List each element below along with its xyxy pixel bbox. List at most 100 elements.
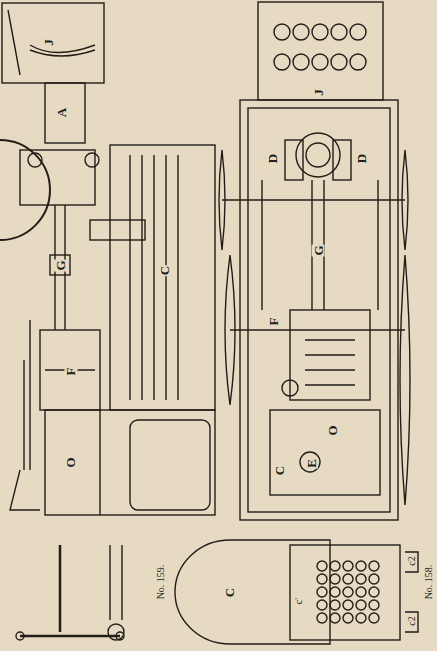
tube	[330, 613, 340, 623]
seat-hole	[350, 54, 366, 70]
seat-hole	[331, 54, 347, 70]
steam-pipes	[10, 320, 40, 510]
callout-letter: C	[223, 587, 236, 598]
seat-hole	[312, 24, 328, 40]
callout-letter: C	[158, 265, 171, 276]
callout-letter: O	[325, 424, 338, 436]
tube	[343, 587, 353, 597]
tube	[356, 587, 366, 597]
body-box-plan	[258, 2, 383, 100]
callout-letter: E	[304, 458, 317, 469]
flue-line	[153, 155, 154, 400]
crank-eye	[108, 624, 124, 640]
side-rods	[262, 180, 378, 310]
callout-letter: c2	[407, 616, 417, 627]
boiler-tubes	[317, 561, 379, 623]
tube	[356, 613, 366, 623]
fire-box	[45, 410, 215, 515]
callout-letter: F	[267, 317, 280, 327]
seat-holes	[274, 24, 366, 70]
callout-letter: A	[55, 107, 68, 118]
tube	[356, 574, 366, 584]
crank-hub	[306, 143, 330, 167]
boiler	[110, 145, 215, 410]
crank-case	[20, 150, 95, 205]
seat-hole	[274, 54, 290, 70]
seat-hole	[331, 24, 347, 40]
boiler-flues	[130, 155, 178, 400]
tube	[343, 600, 353, 610]
tube	[369, 613, 379, 623]
callout-letter: J	[41, 38, 54, 47]
rear-wheels	[225, 255, 410, 505]
seat-hole	[293, 54, 309, 70]
callout-letter: G	[311, 244, 324, 256]
handle-end	[16, 632, 24, 640]
bearing	[333, 140, 351, 180]
brackets	[405, 552, 418, 632]
ash-pan	[130, 420, 210, 510]
callout-letter: G	[53, 259, 66, 271]
flue-line	[177, 155, 178, 400]
tube	[330, 574, 340, 584]
body-box	[2, 3, 104, 83]
callout-letter: F	[64, 367, 77, 377]
tube	[343, 561, 353, 571]
upper-housing	[45, 83, 85, 143]
inner-frame	[248, 108, 390, 512]
t-lever	[20, 545, 120, 636]
tube	[356, 561, 366, 571]
tube	[343, 613, 353, 623]
tube	[369, 587, 379, 597]
flue-line	[165, 155, 166, 400]
flue-line	[129, 155, 130, 400]
partition	[99, 410, 100, 515]
tube	[317, 587, 327, 597]
seat-hole	[312, 54, 328, 70]
tube	[317, 574, 327, 584]
crank-boss	[28, 153, 42, 167]
flue-line	[141, 155, 142, 400]
seat-hole	[274, 24, 290, 40]
tube	[317, 561, 327, 571]
boiler-plan	[270, 410, 380, 495]
callout-letter: D	[266, 153, 279, 164]
tube	[343, 574, 353, 584]
tube	[330, 600, 340, 610]
tube	[330, 587, 340, 597]
seat-hole	[350, 24, 366, 40]
seat-hole	[293, 24, 309, 40]
valve	[282, 380, 298, 396]
tube	[317, 613, 327, 623]
callout-letter: c'	[294, 597, 304, 605]
callout-letter: D	[355, 153, 368, 164]
cylinder	[40, 330, 100, 410]
boiler-end	[175, 540, 330, 644]
callout-letter: C	[273, 465, 286, 476]
chassis-frame	[240, 100, 398, 520]
chimney	[300, 452, 320, 472]
tube	[369, 561, 379, 571]
cylinder-plan	[290, 310, 370, 400]
tube	[369, 574, 379, 584]
tube	[369, 600, 379, 610]
callout-letter: J	[311, 88, 324, 97]
callout-letter: O	[63, 456, 76, 468]
rod-coupling	[50, 255, 70, 275]
callout-letter: c2	[407, 556, 417, 567]
body-detail	[8, 10, 95, 75]
side-wheel	[0, 140, 50, 240]
tube	[330, 561, 340, 571]
tube	[317, 600, 327, 610]
firebox-plan	[290, 545, 400, 640]
callout-letter: No. 158.	[424, 563, 434, 600]
crank-arm	[110, 545, 122, 620]
cylinder-ribs	[305, 340, 355, 385]
crank-boss	[85, 153, 99, 167]
steam-box	[90, 220, 145, 240]
bearing	[285, 140, 303, 180]
callout-letter: No. 159.	[156, 563, 166, 600]
tube	[356, 600, 366, 610]
